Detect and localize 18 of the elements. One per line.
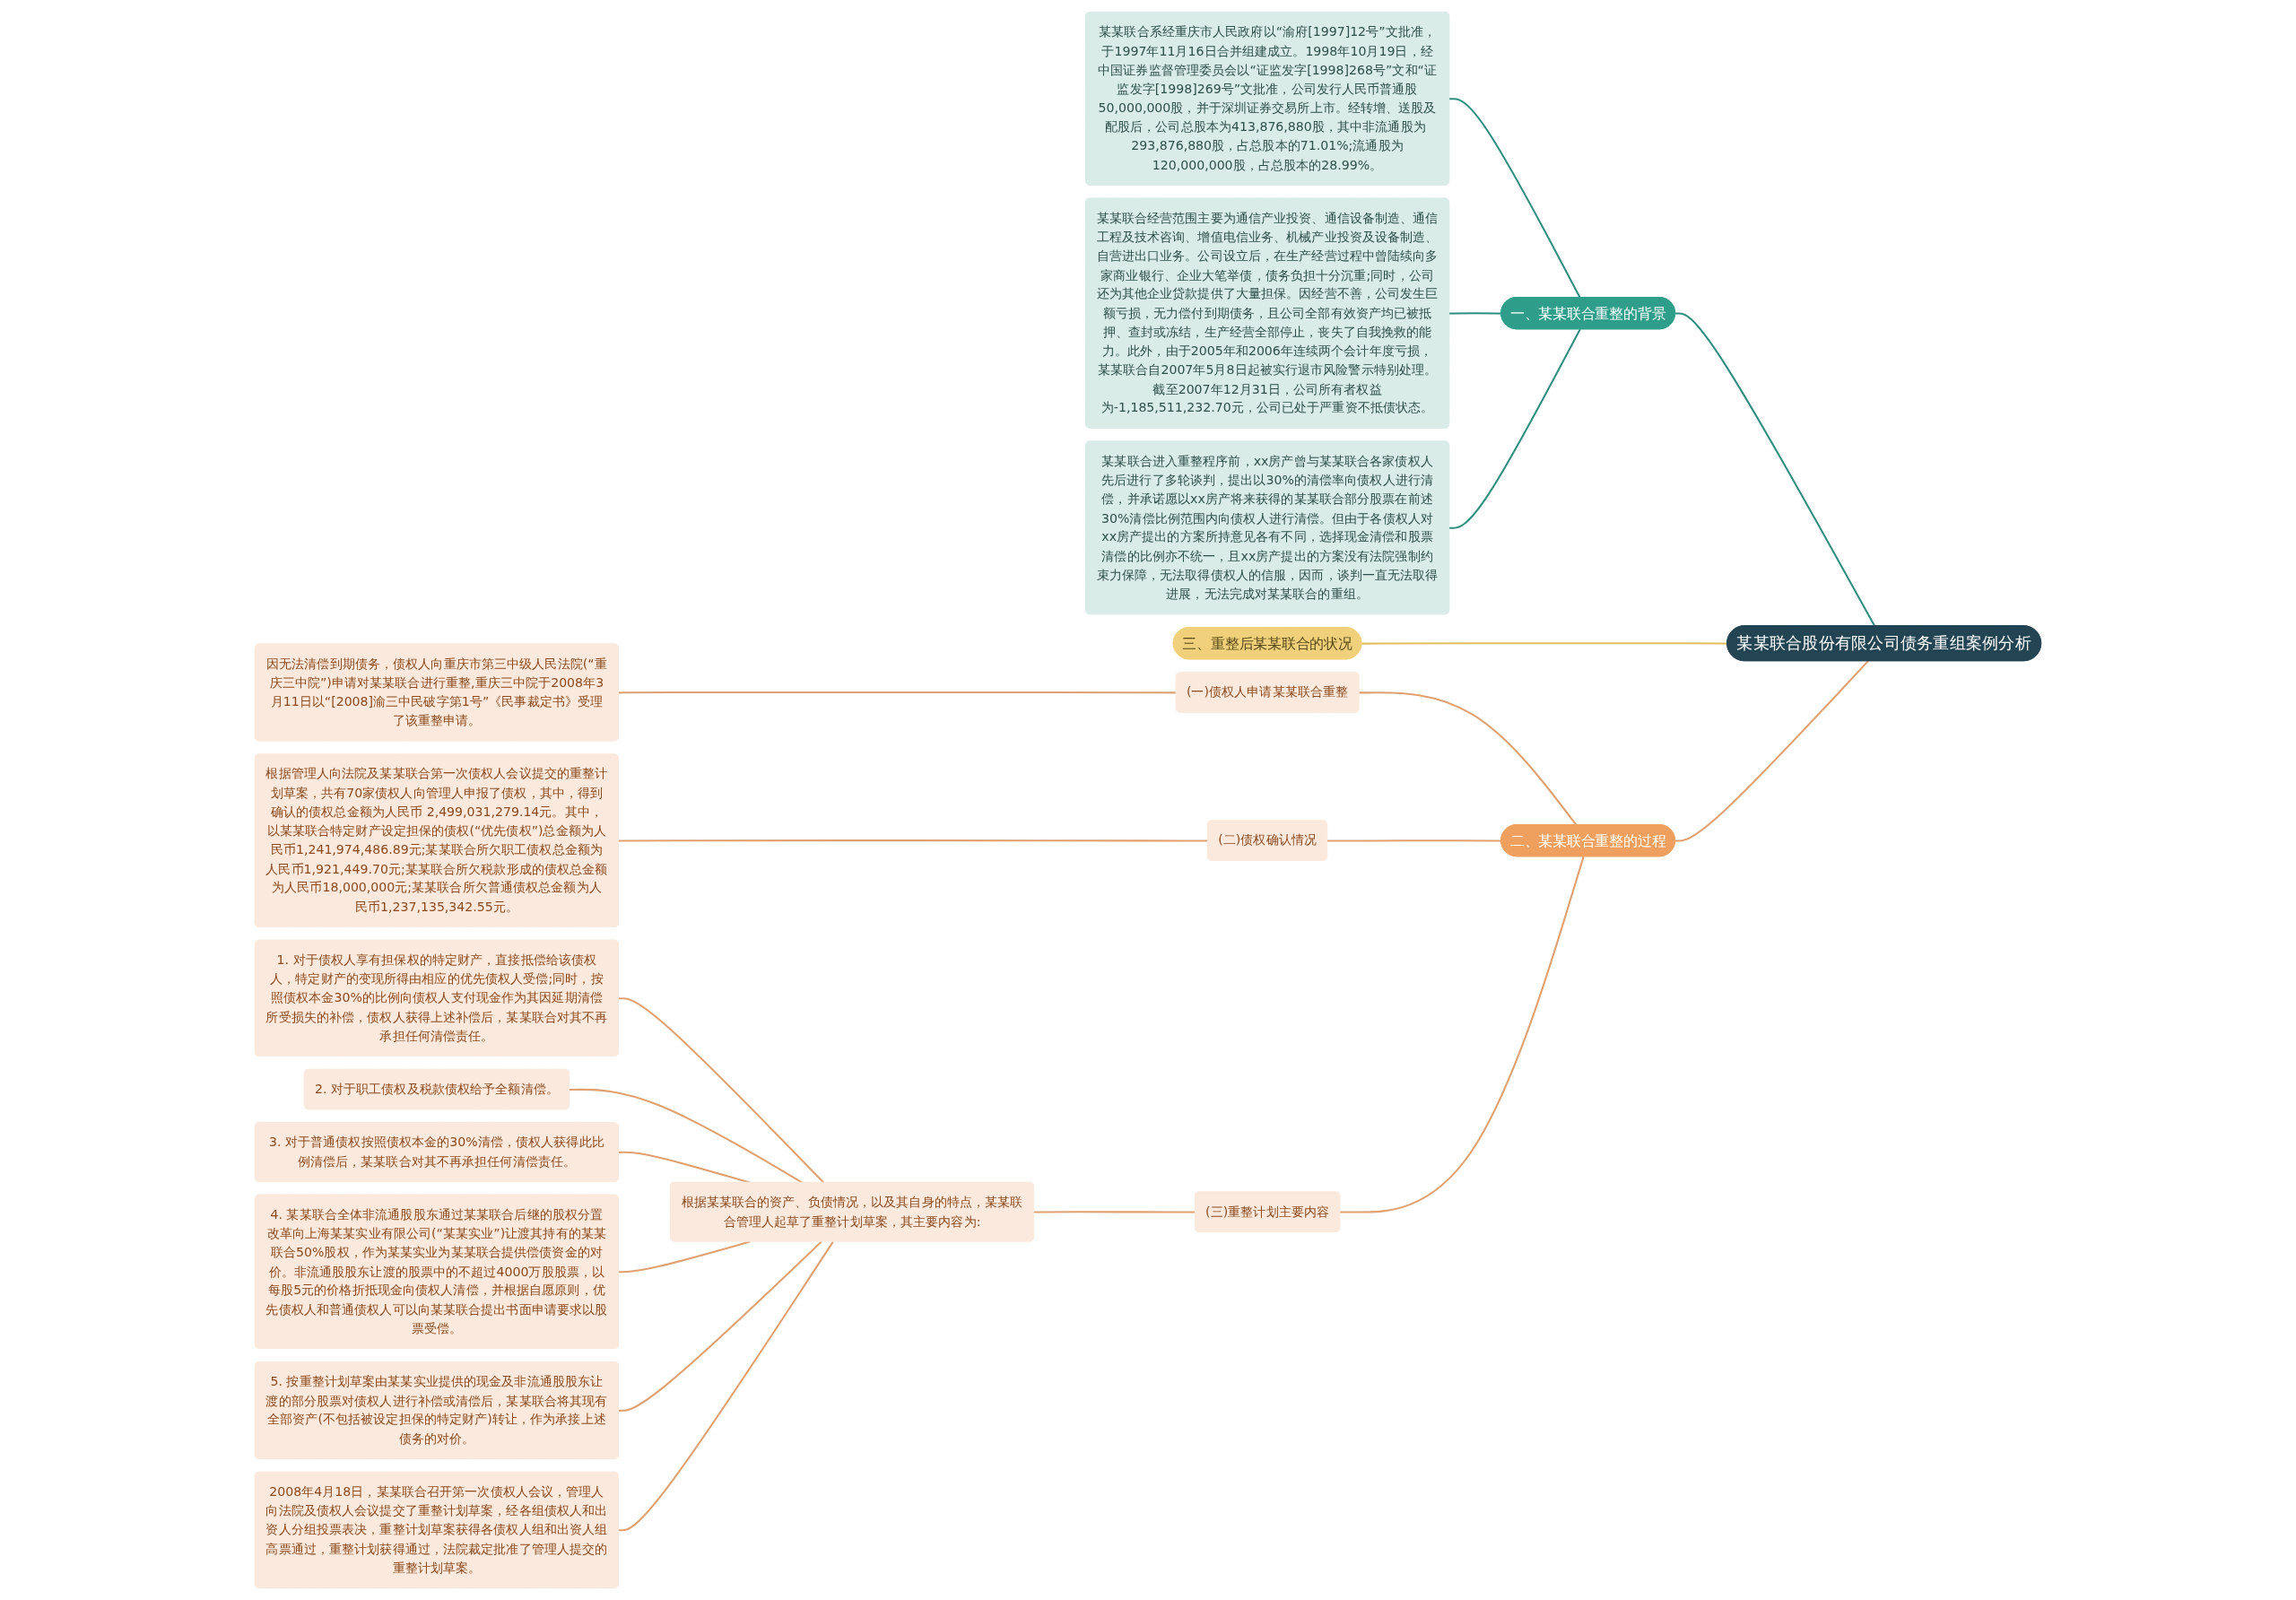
connector bbox=[618, 1240, 822, 1412]
connector bbox=[1674, 312, 1876, 627]
connector bbox=[569, 1088, 804, 1184]
connector bbox=[1448, 328, 1581, 529]
connector bbox=[1361, 642, 1728, 645]
connector bbox=[1448, 98, 1581, 299]
connector bbox=[618, 839, 1208, 842]
connector bbox=[1359, 691, 1578, 826]
connector bbox=[1340, 856, 1585, 1213]
connector bbox=[618, 691, 1177, 694]
connector bbox=[1326, 839, 1502, 842]
connector bbox=[618, 1240, 751, 1274]
connector bbox=[618, 1240, 834, 1532]
connector bbox=[1033, 1211, 1196, 1213]
connector bbox=[1674, 660, 1869, 842]
connector bbox=[618, 997, 825, 1184]
connector bbox=[618, 1151, 751, 1184]
connector bbox=[1448, 312, 1502, 315]
